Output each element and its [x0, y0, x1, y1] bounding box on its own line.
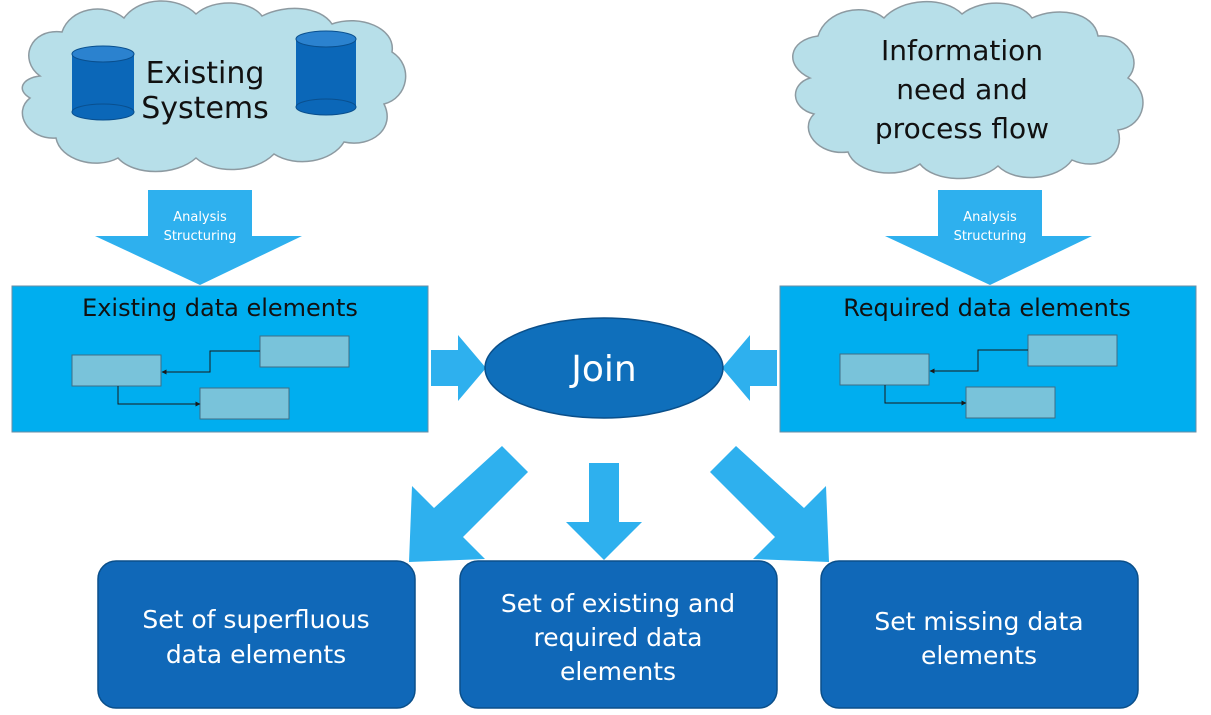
analysis-arrow-right: Analysis Structuring	[885, 190, 1092, 285]
database-icon	[295, 30, 357, 116]
result-label-line: elements	[921, 641, 1037, 670]
existing-systems-cloud: Existing Systems	[21, 0, 407, 173]
arrow-label-line: Analysis	[963, 210, 1017, 225]
relation-connector	[929, 349, 1028, 374]
data-element-box	[199, 387, 290, 420]
cloud-title-line: process flow	[875, 112, 1049, 145]
result-box-superfluous: Set of superfluous data elements	[97, 560, 416, 709]
join-input-arrow-right	[722, 335, 777, 401]
cloud-shape	[792, 1, 1144, 180]
result-label-line: required data	[533, 623, 702, 652]
data-element-box	[71, 354, 162, 387]
result-label-line: Set missing data	[874, 607, 1083, 636]
output-arrow-right	[710, 446, 829, 562]
cloud-title-line: Systems	[141, 91, 269, 126]
arrow-label-line: Structuring	[954, 229, 1027, 244]
result-label-line: data elements	[166, 640, 346, 669]
output-arrow-left	[409, 446, 528, 562]
cloud-title-line: Existing	[146, 56, 265, 91]
cloud-title-line: need and	[896, 73, 1028, 106]
panel-title: Existing data elements	[82, 294, 358, 322]
result-label-line: Set of superfluous	[142, 605, 369, 634]
join-node: Join	[484, 317, 724, 419]
arrow-label-line: Structuring	[164, 229, 237, 244]
output-arrow-center	[566, 463, 642, 560]
required-data-elements-panel: Required data elements	[779, 285, 1197, 433]
data-element-box	[259, 335, 350, 368]
result-box-existing-and-required: Set of existing and required data elemen…	[459, 560, 778, 709]
information-need-cloud: Information need and process flow	[792, 1, 1144, 180]
relation-connector	[884, 385, 967, 406]
data-element-box	[1027, 334, 1118, 367]
result-label-line: elements	[560, 657, 676, 686]
relation-connector	[161, 350, 260, 375]
data-element-box	[965, 386, 1056, 419]
analysis-arrow-left: Analysis Structuring	[95, 190, 302, 285]
panel-title: Required data elements	[843, 294, 1131, 322]
existing-data-elements-panel: Existing data elements	[11, 285, 429, 433]
data-element-box	[839, 353, 930, 386]
join-label: Join	[569, 349, 636, 390]
join-input-arrow-left	[431, 335, 486, 401]
database-icon	[71, 45, 135, 121]
cloud-title-line: Information	[881, 34, 1043, 67]
result-box-missing: Set missing data elements	[820, 560, 1139, 709]
arrow-label-line: Analysis	[173, 210, 227, 225]
relation-connector	[117, 386, 201, 407]
result-label-line: Set of existing and	[501, 589, 735, 618]
